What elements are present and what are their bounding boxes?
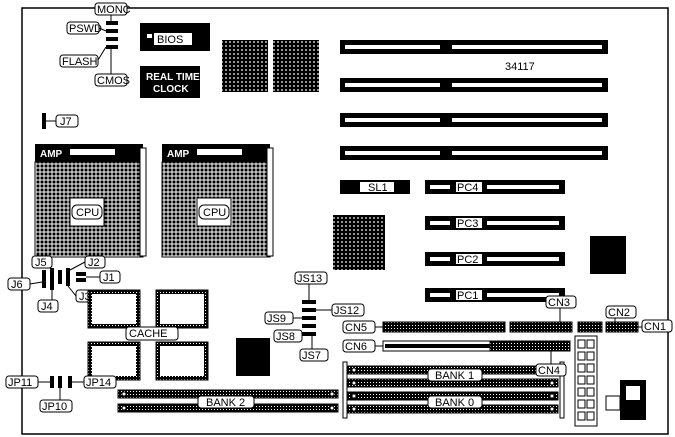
chip-top-1 <box>222 40 268 92</box>
svg-text:JS9: JS9 <box>267 313 286 325</box>
j1-callout: J1 <box>86 270 121 284</box>
js8-callout: JS8 <box>273 329 303 343</box>
svg-text:CMOS: CMOS <box>97 75 130 87</box>
bios-chip: BIOS <box>140 23 210 51</box>
j6-callout: J6 <box>7 277 43 291</box>
simm-bracket-left <box>342 361 348 419</box>
svg-text:BANK 2: BANK 2 <box>206 397 245 409</box>
svg-text:PC4: PC4 <box>457 182 478 194</box>
chip-top-2 <box>273 40 319 92</box>
svg-text:PC1: PC1 <box>457 290 478 302</box>
svg-text:CN2: CN2 <box>608 307 630 319</box>
cpu-socket-2: AMP CPU <box>161 144 274 258</box>
svg-text:JS12: JS12 <box>334 305 359 317</box>
jp10-callout: JP10 <box>39 388 73 413</box>
j2-callout: J2 <box>69 255 106 271</box>
svg-text:FLASH: FLASH <box>62 56 98 68</box>
cn3-header: CN3 <box>509 295 577 333</box>
bank1-simm: BANK 1 <box>347 365 559 388</box>
chip-right <box>590 236 626 274</box>
svg-text:J6: J6 <box>11 279 23 291</box>
pc3-slot: PC3 <box>425 216 565 230</box>
bank0-simm: BANK 0 <box>347 391 559 414</box>
svg-text:SL1: SL1 <box>368 182 388 194</box>
svg-text:CPU: CPU <box>76 207 99 219</box>
j4-callout: J4 <box>37 290 59 313</box>
monc-callout: MONC <box>94 2 131 21</box>
svg-text:CN5: CN5 <box>345 322 367 334</box>
bank2-simm: BANK 2 <box>117 389 339 413</box>
svg-text:JS7: JS7 <box>302 350 321 362</box>
svg-text:CN3: CN3 <box>548 297 570 309</box>
svg-text:J4: J4 <box>41 301 53 313</box>
chip-mid <box>333 215 385 270</box>
keyboard-connector <box>605 380 646 420</box>
svg-text:JP14: JP14 <box>86 377 111 389</box>
isa-slots <box>340 40 608 160</box>
svg-text:REAL TIME: REAL TIME <box>146 72 200 83</box>
js7-callout: JS7 <box>299 336 329 362</box>
svg-text:JP11: JP11 <box>8 377 32 389</box>
cn2-header: CN2 <box>577 305 637 333</box>
svg-text:AMP: AMP <box>167 149 190 160</box>
flash-callout: FLASH <box>59 46 107 68</box>
cn5-header: CN5 <box>342 320 506 334</box>
js12-callout: JS12 <box>316 303 365 317</box>
pc1-slot: PC1 <box>425 288 565 302</box>
js9-callout: JS9 <box>264 311 302 325</box>
svg-text:BIOS: BIOS <box>157 34 183 46</box>
svg-text:PC2: PC2 <box>457 254 478 266</box>
svg-text:J2: J2 <box>88 257 100 269</box>
pc4-slot: PC4 <box>425 180 565 194</box>
svg-text:J7: J7 <box>60 116 72 128</box>
pswd-callout: PSWD <box>66 21 107 35</box>
jumper-block-top-left <box>106 21 118 49</box>
board-id-label: 34117 <box>505 61 535 73</box>
svg-text:JS13: JS13 <box>297 273 322 285</box>
cn4-header: CN4 <box>489 340 571 377</box>
cache-label: CACHE <box>125 326 179 341</box>
svg-text:PC3: PC3 <box>457 218 478 230</box>
svg-text:BANK 0: BANK 0 <box>435 397 474 409</box>
js-jumper-cluster <box>302 300 316 336</box>
svg-text:AMP: AMP <box>40 149 63 160</box>
js13-callout: JS13 <box>294 271 328 300</box>
svg-text:JS8: JS8 <box>276 331 295 343</box>
j7-jumper: J7 <box>42 113 79 129</box>
svg-text:J1: J1 <box>103 272 115 284</box>
jp11-callout: JP11 <box>5 375 50 389</box>
svg-text:J3: J3 <box>79 291 91 303</box>
svg-text:PSWD: PSWD <box>69 23 102 35</box>
cn6-header: CN6 <box>342 339 506 353</box>
svg-text:CN6: CN6 <box>345 341 367 353</box>
cmos-callout: CMOS <box>94 49 130 87</box>
svg-text:CN1: CN1 <box>644 321 666 333</box>
cn1-header: CN1 <box>605 319 673 333</box>
jp14-callout: JP14 <box>72 375 117 389</box>
svg-text:CLOCK: CLOCK <box>153 84 189 95</box>
pc2-slot: PC2 <box>425 252 565 266</box>
simm-bracket-right <box>559 361 565 419</box>
svg-text:JP10: JP10 <box>42 401 67 413</box>
jumper-cluster-jp <box>50 376 72 388</box>
sl1-slot: SL1 <box>340 180 410 194</box>
power-connector <box>574 335 598 427</box>
jumper-cluster-j <box>42 268 86 290</box>
svg-text:MONC: MONC <box>97 4 131 16</box>
svg-text:CN4: CN4 <box>538 365 560 377</box>
svg-text:BANK 1: BANK 1 <box>435 370 474 382</box>
cache-chips <box>87 289 209 381</box>
svg-text:J5: J5 <box>35 257 47 269</box>
j5-callout: J5 <box>31 255 53 269</box>
chip-lower <box>236 338 270 376</box>
cpu-socket-1: AMP CPU <box>34 144 147 258</box>
real-time-clock-chip: REAL TIME CLOCK <box>140 66 200 98</box>
svg-text:CPU: CPU <box>203 207 226 219</box>
svg-text:CACHE: CACHE <box>129 328 168 340</box>
